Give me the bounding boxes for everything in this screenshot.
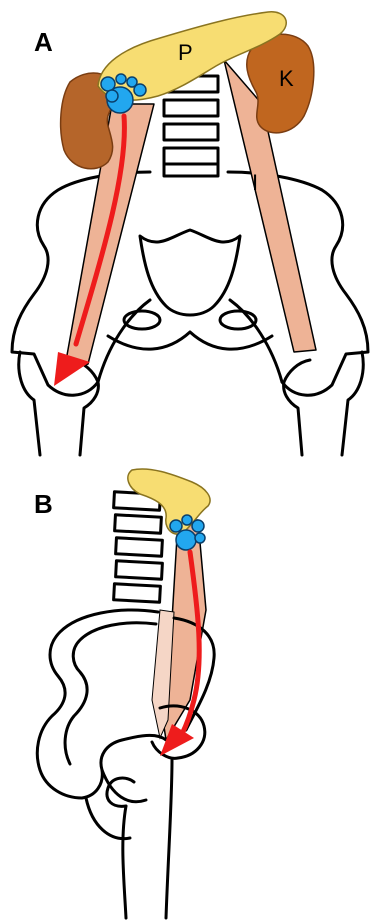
- iliopsoas-label: I: [252, 170, 258, 195]
- vertebra: [164, 148, 218, 164]
- kidney-label: K: [279, 66, 294, 91]
- vertebra: [164, 164, 218, 176]
- vertebra: [164, 124, 218, 140]
- lymph-node: [134, 84, 146, 96]
- right-femur: [284, 352, 364, 455]
- sacrum: [140, 230, 240, 315]
- panel-b-label: B: [34, 489, 53, 519]
- panel-a: A K P: [12, 12, 368, 455]
- pubic-arch: [98, 300, 282, 382]
- vertebra: [114, 584, 161, 602]
- lymph-node: [106, 90, 118, 102]
- vertebra: [116, 538, 163, 556]
- lymph-node: [176, 530, 196, 550]
- pancreas-label: P: [178, 40, 193, 65]
- lymph-node: [116, 74, 126, 84]
- lymph-node: [170, 520, 182, 532]
- vertebra: [164, 100, 218, 116]
- lymph-node: [182, 515, 192, 525]
- vertebra: [115, 515, 162, 533]
- lumbar-spine-lateral: [114, 492, 163, 602]
- lymph-node: [195, 533, 205, 543]
- iliac-crest-inner: [65, 623, 156, 764]
- panel-b: B: [34, 469, 214, 918]
- pelvis-frontal: [12, 172, 368, 455]
- lymph-node: [192, 520, 204, 532]
- panel-a-label: A: [34, 27, 53, 57]
- lymph-node: [101, 77, 115, 91]
- vertebra: [116, 561, 163, 579]
